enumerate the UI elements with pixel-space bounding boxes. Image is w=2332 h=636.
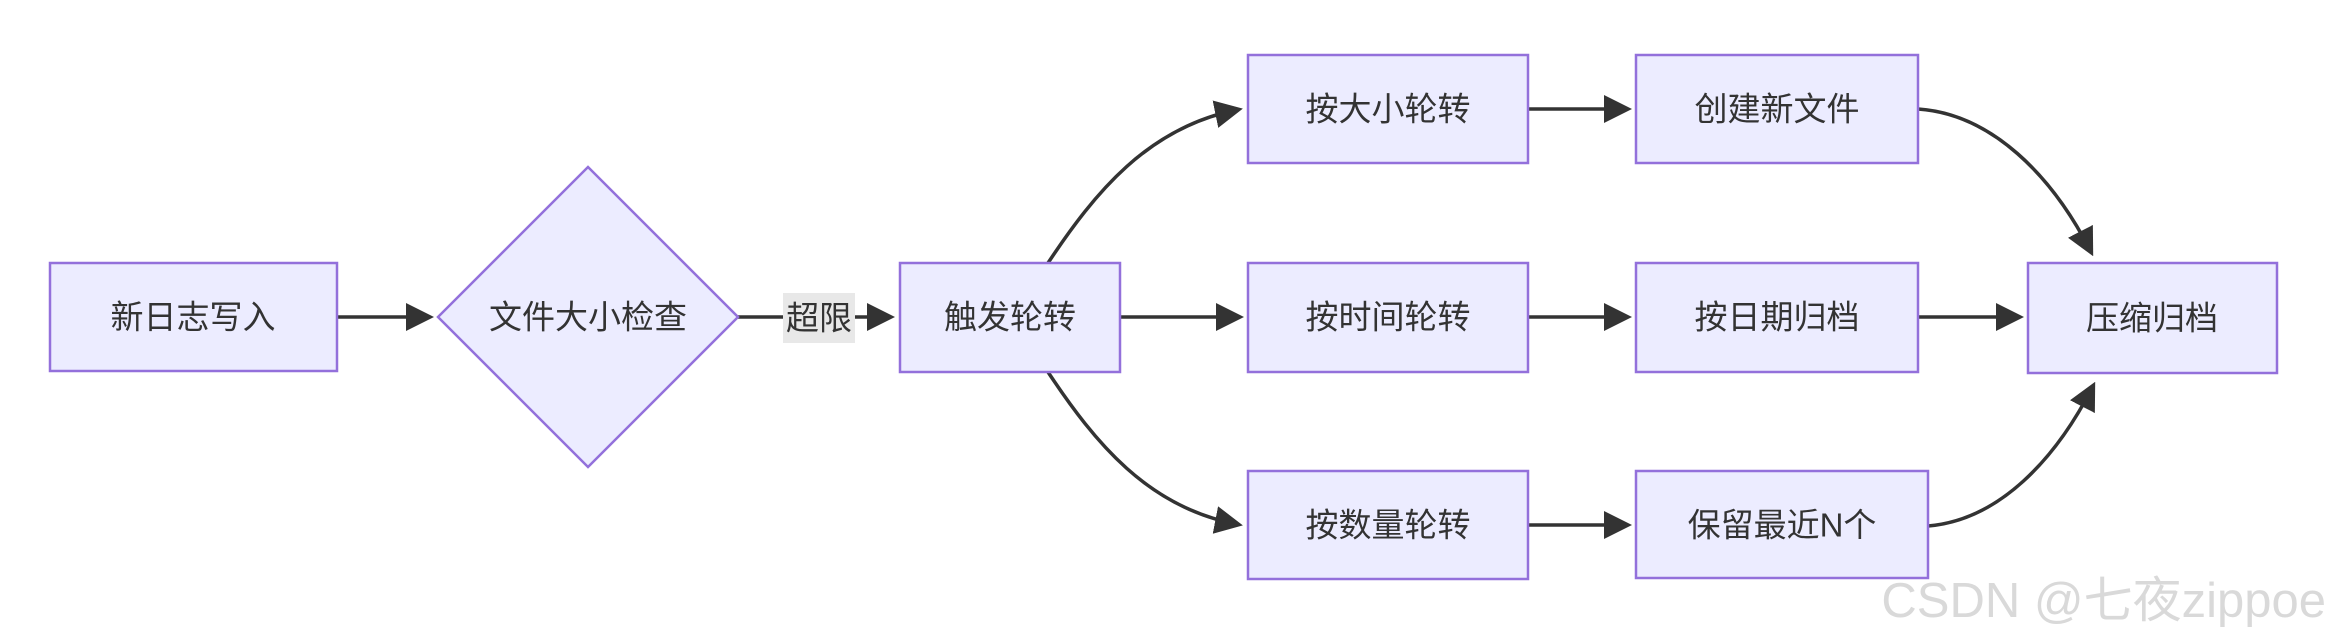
- edges-layer: 超限: [337, 95, 2096, 539]
- node-new-log-write-label: 新日志写入: [111, 299, 276, 336]
- node-trigger-rotate-shape: [898, 261, 1122, 374]
- node-rotate-by-size-label: 按大小轮转: [1306, 91, 1471, 128]
- edge-label-text: 超限: [786, 300, 852, 337]
- node-rotate-by-count: 按数量轮转: [1246, 469, 1530, 581]
- watermark: CSDN @七夜zippoe: [1881, 574, 2326, 628]
- node-new-log-write: 新日志写入: [48, 261, 339, 373]
- node-create-new-file-label: 创建新文件: [1695, 91, 1860, 128]
- nodes-layer: 新日志写入 文件大小检查 触发轮转 按大小轮转 按时间轮转 按数量轮转: [48, 53, 2279, 581]
- node-create-new-file-shape: [1634, 53, 1920, 165]
- node-rotate-by-time-shape: [1246, 261, 1530, 374]
- edge-trigger-to-size: [1046, 100, 1243, 264]
- node-rotate-by-count-label: 按数量轮转: [1306, 507, 1471, 544]
- node-archive-by-date-label: 按日期归档: [1695, 299, 1860, 336]
- edge-keepn-to-compress: [1927, 381, 2096, 528]
- node-file-size-check-label: 文件大小检查: [489, 299, 687, 336]
- node-file-size-check: 文件大小检查: [436, 165, 740, 469]
- node-new-log-write-shape: [48, 261, 339, 373]
- node-keep-recent-n: 保留最近N个: [1634, 469, 1930, 580]
- node-archive-by-date: 按日期归档: [1634, 261, 1920, 374]
- edge-label-overlimit: 超限: [783, 293, 855, 343]
- node-keep-recent-n-shape: [1634, 469, 1930, 580]
- node-rotate-by-time-label: 按时间轮转: [1306, 299, 1471, 336]
- node-rotate-by-time: 按时间轮转: [1246, 261, 1530, 374]
- node-archive-by-date-shape: [1634, 261, 1920, 374]
- node-create-new-file: 创建新文件: [1634, 53, 1920, 165]
- edge-newfile-to-compress: [1917, 107, 2094, 257]
- node-keep-recent-n-label: 保留最近N个: [1688, 507, 1877, 544]
- node-rotate-by-size: 按大小轮转: [1246, 53, 1530, 165]
- edge-trigger-to-count: [1046, 371, 1243, 534]
- node-rotate-by-count-shape: [1246, 469, 1530, 581]
- node-trigger-rotate-label: 触发轮转: [944, 299, 1076, 336]
- node-rotate-by-size-shape: [1246, 53, 1530, 165]
- node-compress-archive-label: 压缩归档: [2086, 300, 2218, 337]
- node-compress-archive: 压缩归档: [2026, 261, 2279, 375]
- node-compress-archive-shape: [2026, 261, 2279, 375]
- node-trigger-rotate: 触发轮转: [898, 261, 1122, 374]
- node-file-size-check-shape: [436, 165, 740, 469]
- edge-label-bg: [783, 293, 855, 343]
